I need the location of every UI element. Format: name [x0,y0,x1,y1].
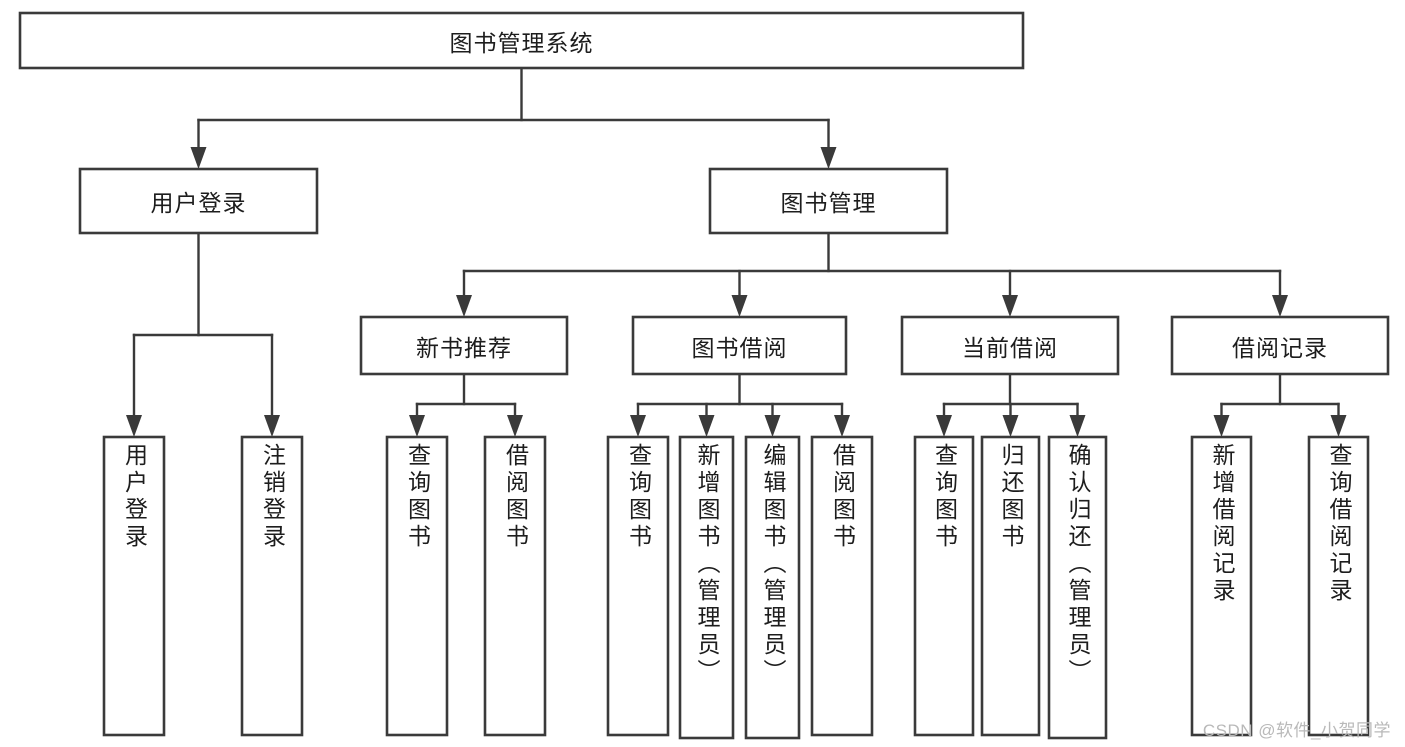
node-box-book-manage[interactable] [708,167,949,235]
node-box-leaf-user-logout[interactable] [240,435,304,737]
arrowhead-leaf-borrow-book-1 [507,415,523,437]
node-box-current-borrow[interactable] [900,315,1120,376]
arrowhead-leaf-query-book-2 [630,415,646,437]
node-box-user-login[interactable] [78,167,319,235]
node-box-leaf-borrow-book-1[interactable] [483,435,547,737]
arrowhead-leaf-edit-book [764,415,781,437]
node-box-leaf-query-record[interactable] [1307,435,1370,737]
arrowhead-leaf-query-book-3 [936,415,952,437]
arrowhead-book-borrow [731,295,748,317]
node-box-leaf-query-book-2[interactable] [606,435,670,737]
node-box-leaf-add-record[interactable] [1190,435,1253,737]
node-box-leaf-borrow-book-2[interactable] [810,435,874,737]
node-box-leaf-return-book[interactable] [980,435,1041,737]
node-box-new-book-rec[interactable] [359,315,569,376]
arrowhead-leaf-borrow-book-2 [834,415,850,437]
node-box-layer [18,11,1390,740]
node-box-book-borrow[interactable] [631,315,848,376]
arrowhead-current-borrow [1002,295,1018,317]
node-box-borrow-record[interactable] [1170,315,1390,376]
arrowhead-leaf-query-book-1 [409,415,425,437]
arrowhead-book-manage [820,147,837,169]
node-box-leaf-query-book-1[interactable] [385,435,449,737]
arrowhead-leaf-return-book [1002,415,1019,437]
arrowhead-leaf-user-login [126,415,142,437]
csdn-watermark: CSDN @软件_小贺同学 [1202,721,1391,740]
node-box-leaf-edit-book[interactable] [744,435,801,740]
arrowhead-leaf-add-book [698,415,715,437]
node-box-leaf-add-book[interactable] [678,435,735,740]
connector-layer [126,66,1347,437]
arrowhead-user-login [190,147,207,169]
arrowhead-new-book-rec [456,295,472,317]
arrowhead-leaf-add-record [1213,415,1230,437]
node-box-leaf-query-book-3[interactable] [913,435,975,737]
node-box-leaf-user-login[interactable] [102,435,166,737]
node-box-leaf-confirm-return[interactable] [1047,435,1108,740]
arrowhead-leaf-confirm-return [1069,415,1086,437]
node-box-root[interactable] [18,11,1025,70]
arrowhead-borrow-record [1272,295,1288,317]
arrowhead-leaf-user-logout [264,415,280,437]
arrowhead-leaf-query-record [1330,415,1347,437]
